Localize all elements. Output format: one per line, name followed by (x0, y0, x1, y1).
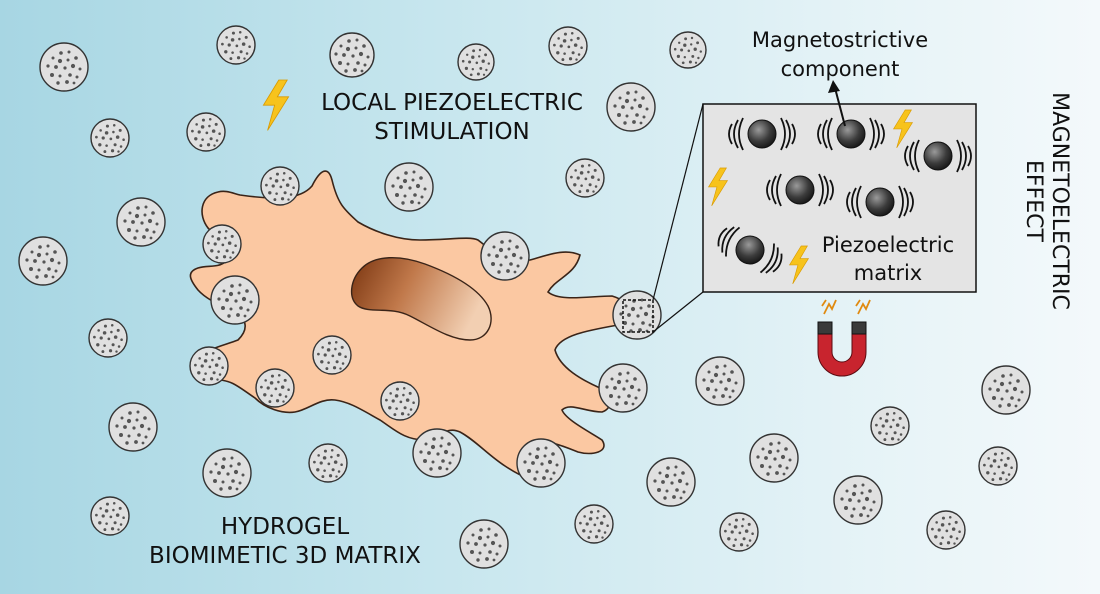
particle (646, 457, 696, 507)
particle (574, 504, 614, 544)
cell-nucleus (351, 256, 492, 341)
particle (210, 275, 260, 325)
magnetoelectric-effect-label: MAGNETOELECTRIC EFFECT (1020, 66, 1072, 336)
particle (606, 82, 656, 132)
particle (870, 406, 910, 446)
particle (312, 335, 352, 375)
particle (833, 475, 883, 525)
particle (90, 118, 130, 158)
particle (480, 231, 530, 281)
magnet-icon (817, 299, 871, 377)
particle (260, 166, 300, 206)
particle (308, 443, 348, 483)
local-stimulation-line1: LOCAL PIEZOELECTRIC (321, 90, 583, 116)
zoom-line-bottom (652, 291, 704, 333)
particle (669, 31, 707, 69)
particle (380, 381, 420, 421)
particle (186, 112, 226, 152)
particle (90, 496, 130, 536)
particle (329, 32, 375, 78)
particle (459, 519, 509, 569)
particle (926, 510, 966, 550)
arrow-icon (834, 87, 846, 127)
particle (457, 43, 495, 81)
magnetostrictive-label: Magnetostrictive component (725, 26, 955, 84)
hydrogel-line2: BIOMIMETIC 3D MATRIX (149, 543, 421, 569)
particle (612, 290, 662, 340)
piezoelectric-matrix-label: Piezoelectric matrix (800, 231, 976, 287)
particle (598, 363, 648, 413)
magnetoelectric-line1: MAGNETOELECTRIC (1047, 92, 1072, 310)
particle (719, 512, 759, 552)
particle-layer (18, 25, 1031, 569)
particle (978, 446, 1018, 486)
particle (18, 236, 68, 286)
particle (548, 26, 588, 66)
magnetostrictive-line2: component (780, 57, 900, 81)
particle (108, 402, 158, 452)
lightning-icon (262, 79, 290, 131)
particle (189, 346, 229, 386)
piezoelectric-line1: Piezoelectric (821, 233, 955, 257)
particle (255, 368, 295, 408)
arrowhead (828, 80, 840, 93)
particle (516, 438, 566, 488)
particle (202, 448, 252, 498)
particle (565, 158, 605, 198)
particle (202, 224, 242, 264)
particle (695, 356, 745, 406)
zoom-selection-box (622, 299, 654, 333)
hydrogel-line1: HYDROGEL (220, 514, 350, 540)
particle (216, 25, 256, 65)
magnetostrictive-line1: Magnetostrictive (751, 28, 929, 52)
zoom-line-top (652, 103, 704, 301)
cell-body (189, 170, 629, 481)
magnetoelectric-line2: EFFECT (1021, 160, 1046, 242)
particle (749, 433, 799, 483)
particle (88, 318, 128, 358)
particle (981, 365, 1031, 415)
particle (39, 42, 89, 92)
piezoelectric-line2: matrix (853, 261, 923, 285)
particle (116, 197, 166, 247)
particle (412, 428, 462, 478)
hydrogel-label: HYDROGEL BIOMIMETIC 3D MATRIX (115, 513, 455, 571)
particle (384, 162, 434, 212)
local-stimulation-line2: STIMULATION (374, 119, 530, 145)
local-stimulation-label: LOCAL PIEZOELECTRIC STIMULATION (297, 89, 607, 147)
